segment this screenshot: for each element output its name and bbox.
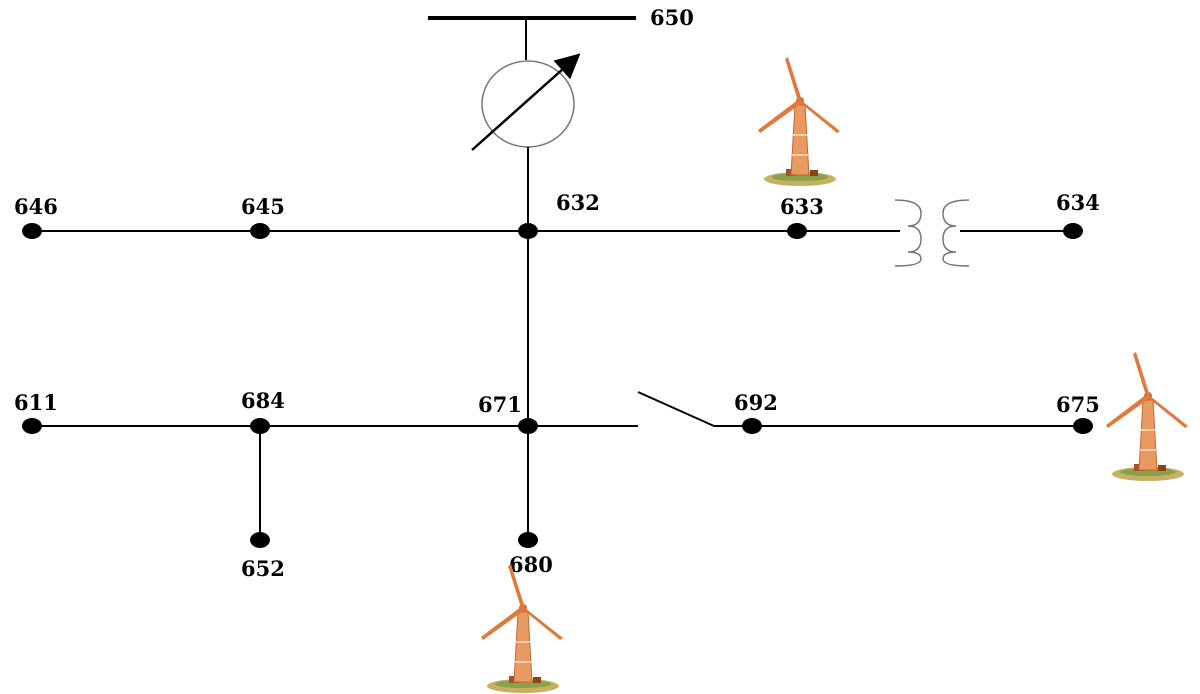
voltage-regulator-icon <box>481 60 575 148</box>
bus-node-675[interactable] <box>1073 418 1093 434</box>
regulator-arrow-icon <box>471 53 581 151</box>
bus-label-646: 646 <box>14 194 58 219</box>
bus-node-652[interactable] <box>250 532 270 548</box>
bus-label-634: 634 <box>1056 190 1100 215</box>
transformer-icon <box>894 199 970 267</box>
bus-node-646[interactable] <box>22 223 42 239</box>
bus-label-633: 633 <box>780 194 824 219</box>
open-switch-icon <box>637 391 715 427</box>
bus-node-634[interactable] <box>1063 223 1083 239</box>
bus-node-680[interactable] <box>518 532 538 548</box>
bus-label-652: 652 <box>241 556 285 581</box>
bus-label-645: 645 <box>241 194 285 219</box>
wind-turbine-icon <box>1105 351 1189 482</box>
bus-label-675: 675 <box>1056 392 1100 417</box>
bus-node-645[interactable] <box>250 223 270 239</box>
wind-turbine-icon <box>480 563 564 694</box>
bus-label-680: 680 <box>509 552 553 577</box>
bus-node-632[interactable] <box>518 223 538 239</box>
wind-turbine-icon <box>757 56 841 187</box>
bus-label-692: 692 <box>734 390 778 415</box>
bus-node-633[interactable] <box>787 223 807 239</box>
bus-label-611: 611 <box>14 390 58 415</box>
bus-node-692[interactable] <box>742 418 762 434</box>
bus-label-671: 671 <box>478 392 522 417</box>
bus-node-611[interactable] <box>22 418 42 434</box>
bus-node-684[interactable] <box>250 418 270 434</box>
bus-node-671[interactable] <box>518 418 538 434</box>
bus-label-632: 632 <box>556 190 600 215</box>
bus-label-684: 684 <box>241 388 285 413</box>
bus-label-650: 650 <box>650 5 694 30</box>
